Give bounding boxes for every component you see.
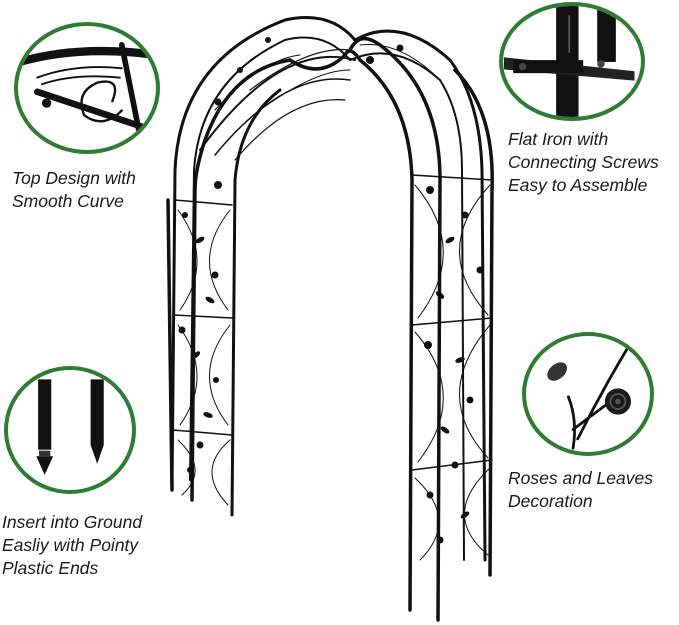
caption-flat-iron: Flat Iron with Connecting Screws Easy to… <box>508 129 659 195</box>
arch-front-outer <box>190 49 414 612</box>
connector-detail <box>503 6 635 117</box>
zoom-top-design <box>14 22 160 154</box>
caption-top-design: Top Design with Smooth Curve <box>12 168 136 211</box>
arch-back-inner <box>189 36 465 561</box>
arch-left-leg-inner <box>230 88 282 517</box>
arch-right-leg <box>453 68 494 577</box>
caption-roses-leaves: Roses and Leaves Decoration <box>508 468 653 511</box>
rose-detail <box>547 343 632 450</box>
top-curve-detail <box>18 41 155 133</box>
zoom-flat-iron <box>499 2 645 121</box>
arch-back-frame <box>170 16 487 562</box>
arch-left-leg <box>166 198 174 492</box>
zoom-ground-stakes <box>4 366 136 494</box>
stake-detail <box>36 379 104 475</box>
caption-insert-ground: Insert into Ground Easliy with Pointy Pl… <box>2 512 143 578</box>
zoom-roses-leaves <box>522 332 654 456</box>
arch-front-right-outer <box>348 36 442 622</box>
